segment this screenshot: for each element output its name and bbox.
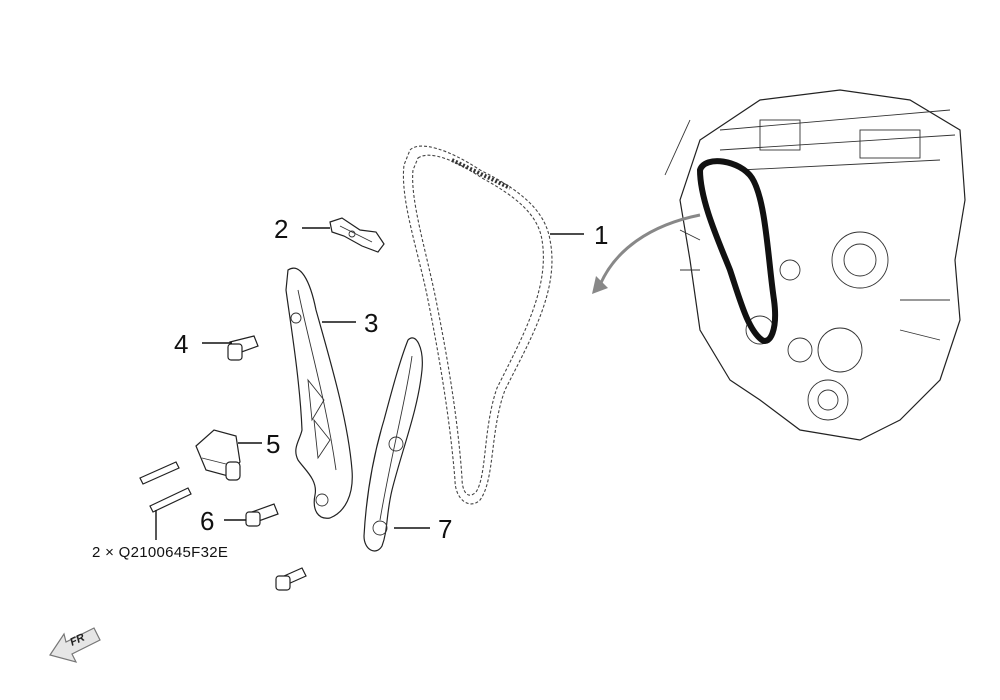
callout-3: 3 — [364, 308, 378, 338]
bolt-4 — [227, 335, 259, 361]
callout-5: 5 — [266, 429, 280, 459]
chain-tensioner — [139, 429, 241, 513]
upper-guide — [329, 217, 385, 253]
callout-1: 1 — [594, 220, 608, 250]
reference-arrow — [592, 213, 701, 294]
bolt-extra — [275, 567, 307, 591]
bolt-6 — [245, 503, 279, 527]
callout-4: 4 — [174, 329, 188, 359]
front-arrow-icon: FR — [49, 627, 101, 663]
callout-2: 2 — [274, 214, 288, 244]
front-label: FR — [68, 632, 86, 649]
callout-6: 6 — [200, 506, 214, 536]
leader-lines — [155, 227, 584, 540]
engine-assembly — [664, 89, 966, 441]
fixed-guide — [363, 337, 423, 552]
timing-chain — [402, 145, 553, 505]
bolt-part-number: 2 × Q2100645F32E — [92, 544, 228, 561]
callout-7: 7 — [438, 514, 452, 544]
tensioner-guide — [285, 267, 353, 519]
